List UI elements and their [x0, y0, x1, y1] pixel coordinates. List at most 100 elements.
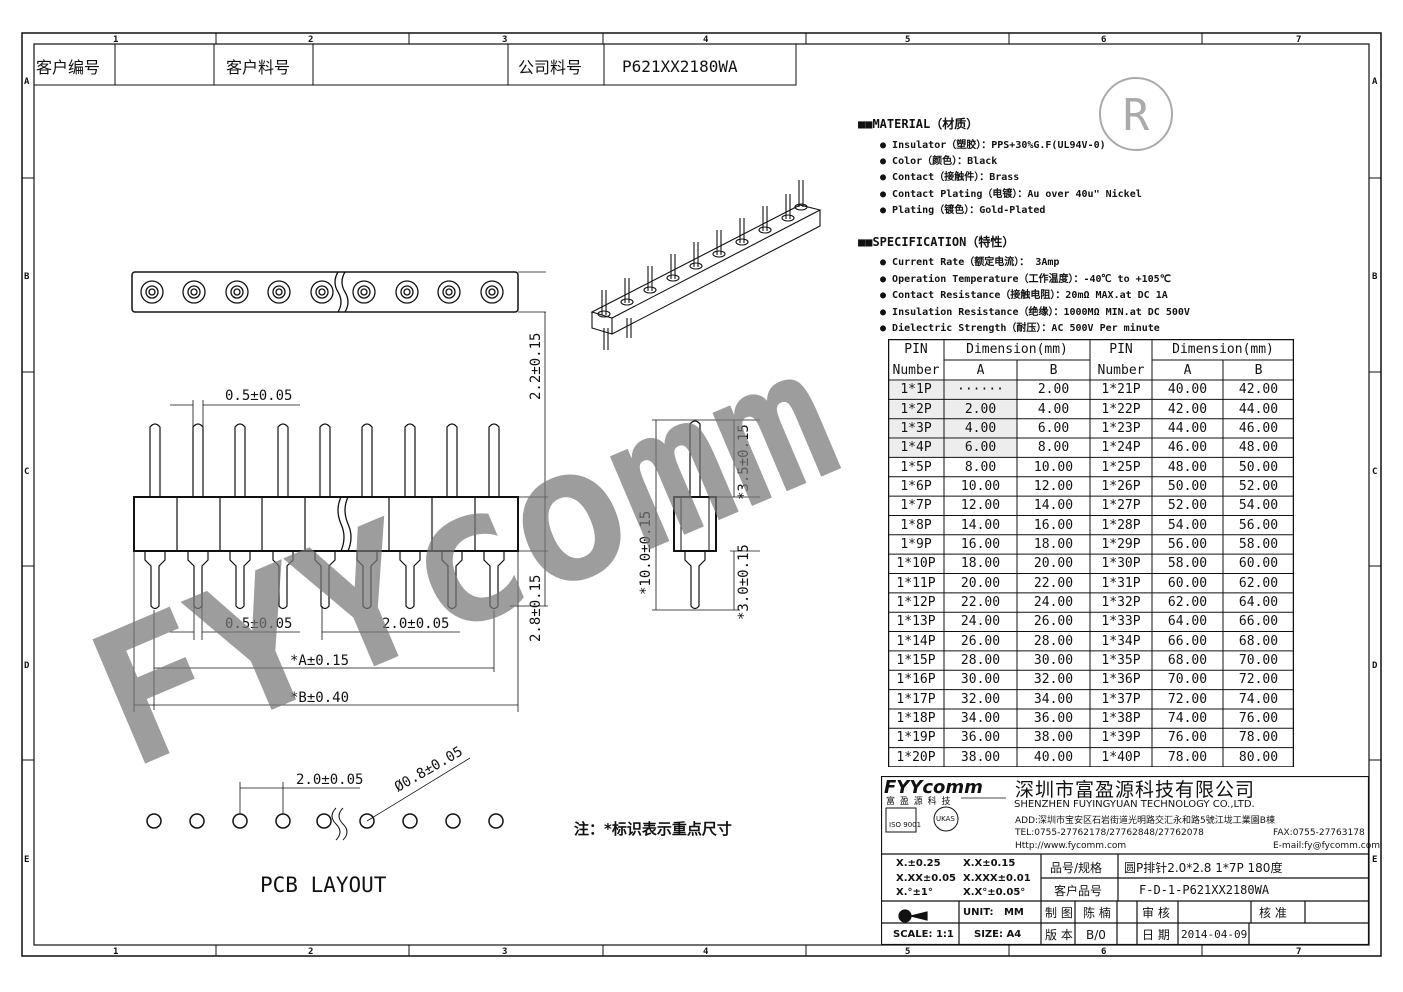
top-view: [131, 271, 546, 313]
table-header-a-2: A: [1183, 362, 1192, 378]
title-block-grid: [881, 776, 1369, 945]
table-cell-dimension: 10.00: [960, 478, 1001, 494]
table-cell-dimension: 78.00: [1167, 749, 1208, 765]
company-logo-cn: 富 盈 源 科 技: [886, 796, 952, 807]
table-cell-pin: 1*23P: [1101, 420, 1141, 436]
company-name-cn: 深圳市富盈源科技有限公司: [1015, 778, 1256, 801]
frame-row-e: E: [24, 855, 29, 865]
table-cell-dimension: 74.00: [1238, 691, 1279, 707]
table-cell-dimension: 6.00: [1037, 420, 1070, 436]
table-cell-dimension: 56.00: [1167, 536, 1208, 552]
table-cell-dimension: 30.00: [1033, 653, 1074, 669]
spec-item: ● Dielectric Strength（耐压）：AC 500V Per mi…: [880, 323, 1160, 334]
table-cell-dimension: 50.00: [1167, 478, 1208, 494]
table-cell-pin: 1*8P: [900, 517, 932, 533]
table-cell-dimension: 48.00: [1238, 440, 1279, 456]
table-cell-dimension: 76.00: [1238, 711, 1279, 727]
frame-row-c: C: [24, 467, 29, 477]
table-cell-pin: 1*6P: [900, 478, 932, 494]
customer-no-label: 客户编号: [36, 58, 101, 77]
table-cell-pin: 1*32P: [1101, 595, 1141, 611]
table-cell-dimension: 22.00: [1033, 575, 1074, 591]
table-cell-dimension: 4.00: [964, 420, 997, 436]
dimension-table: PIN Number Dimension(mm) A B PIN Number …: [888, 339, 1294, 767]
table-cell-dimension: 22.00: [960, 595, 1001, 611]
table-cell-dimension: 54.00: [1167, 517, 1208, 533]
table-cell-pin: 1*18P: [896, 711, 936, 727]
title-block: FYYcomm 富 盈 源 科 技 深圳市富盈源科技有限公司 SHENZHEN …: [881, 776, 1380, 945]
material-item: ● Insulator（塑胶）：PPS+30%G.F(UL94V-0): [880, 140, 1106, 151]
tel: TEL:0755-27762178/27762848/27762078: [1015, 828, 1204, 838]
table-cell-dimension: 52.00: [1238, 478, 1279, 494]
table-cell-dimension: 60.00: [1167, 575, 1208, 591]
frame-col-4b: 4: [703, 947, 709, 957]
table-cell-dimension: 18.00: [1033, 536, 1074, 552]
table-cell-pin: 1*14P: [896, 633, 936, 649]
unit: UNIT: MM: [963, 902, 1024, 923]
tolerance-6: X.X°±0.05°: [963, 886, 1026, 898]
frame-row-a-r: A: [1372, 77, 1378, 87]
table-cell-pin: 1*34P: [1101, 633, 1141, 649]
table-cell-dimension: 52.00: [1167, 498, 1208, 514]
dim-3-5: *3.5±0.15: [736, 424, 752, 500]
table-cell-dimension: 18.00: [960, 556, 1001, 572]
table-header-pin: PIN: [904, 342, 928, 357]
isometric-view: [590, 180, 822, 350]
dim-hole-diameter: Ø0.8±0.05: [392, 744, 466, 796]
table-header-b: B: [1049, 362, 1058, 378]
table-cell-dimension: 54.00: [1238, 498, 1279, 514]
date-value: 2014-04-09: [1181, 928, 1248, 941]
table-cell-dimension: 56.00: [1238, 517, 1279, 533]
frame-col-3: 3: [502, 35, 507, 45]
table-cell-dimension: 2.00: [1037, 382, 1070, 398]
table-cell-dimension: 80.00: [1238, 749, 1279, 765]
table-cell-dimension: 40.00: [1167, 382, 1208, 398]
table-header-dimension-2: Dimension(mm): [1172, 342, 1274, 357]
http: Http://www.fycomm.com: [1015, 841, 1127, 851]
dim-pitch: 2.0±0.05: [382, 616, 449, 632]
size: SIZE: A4: [974, 929, 1022, 940]
tolerance-3: X.XX±0.05: [896, 872, 956, 884]
dim-pin-width-top: 0.5±0.05: [225, 388, 292, 404]
table-cell-pin: 1*27P: [1101, 498, 1141, 514]
registered-mark-circle: [1099, 77, 1173, 151]
dim-pin-width-bottom: 0.5±0.05: [225, 616, 292, 632]
table-cell-pin: 1*31P: [1101, 575, 1141, 591]
frame-col-4: 4: [703, 35, 709, 45]
table-header-pin-2: PIN: [1109, 342, 1133, 357]
table-cell-dimension: 42.00: [1238, 382, 1279, 398]
table-cell-dimension: 70.00: [1167, 672, 1208, 688]
table-cell-dimension: 24.00: [960, 614, 1001, 630]
scale: SCALE: 1:1: [893, 929, 954, 940]
spec-label: 品号/规格: [1050, 860, 1103, 875]
table-cell-dimension: 38.00: [1033, 730, 1074, 746]
material-item: ● Color（颜色）：Black: [880, 156, 998, 167]
table-cell-pin: 1*19P: [896, 730, 936, 746]
table-cell-dimension: 58.00: [1167, 556, 1208, 572]
material-item: ● Plating（镀色）：Gold-Plated: [880, 205, 1046, 216]
table-cell-pin: 1*20P: [896, 749, 936, 765]
table-header-b-2: B: [1254, 362, 1263, 378]
table-cell-pin: 1*17P: [896, 691, 936, 707]
company-part-label: 公司料号: [518, 58, 583, 77]
version-value: B/0: [1086, 927, 1106, 942]
table-cell-dimension: 64.00: [1167, 614, 1208, 630]
table-cell-pin: 1*21P: [1101, 382, 1141, 398]
frame-row-a: A: [24, 77, 30, 87]
tolerance-2: X.X±0.15: [963, 857, 1016, 869]
dim-3-0: *3.0±0.15: [736, 544, 752, 620]
table-cell-dimension: 62.00: [1238, 575, 1279, 591]
table-cell-pin: 1*7P: [900, 498, 932, 514]
table-cell-dimension: 62.00: [1167, 595, 1208, 611]
table-cell-dimension: 16.00: [960, 536, 1001, 552]
table-cell-dimension: 68.00: [1238, 633, 1279, 649]
date-label: 日 期: [1142, 928, 1170, 942]
table-cell-pin: 1*40P: [1101, 749, 1141, 765]
table-cell-pin: 1*2P: [900, 401, 932, 417]
frame-col-2: 2: [308, 35, 313, 45]
table-header-a: A: [976, 362, 985, 378]
table-cell-pin: 1*4P: [900, 440, 932, 456]
version-label: 版 本: [1045, 928, 1073, 942]
dim-b: *B±0.40: [290, 690, 349, 706]
